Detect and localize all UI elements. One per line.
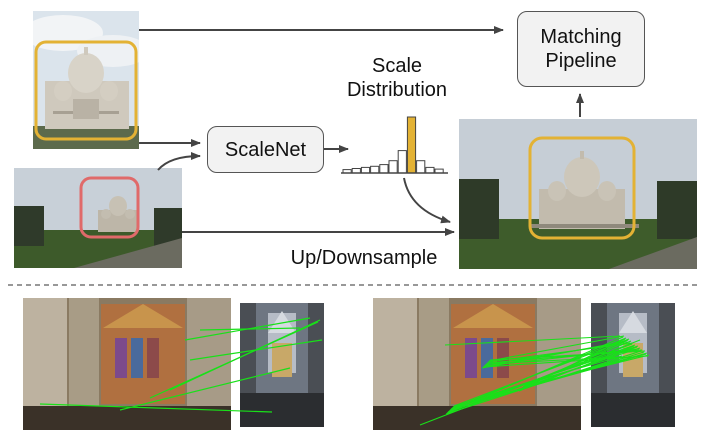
- match-line: [488, 335, 625, 362]
- histogram-bin: [370, 165, 380, 174]
- matching-pipeline-line1: Matching: [540, 26, 622, 48]
- histogram-bin: [425, 166, 435, 174]
- cathedral-narrow-photo-right: [591, 303, 675, 427]
- match-line: [419, 339, 641, 426]
- histogram-bin: [416, 160, 426, 174]
- histogram-bin: [360, 166, 371, 174]
- resample-label: Up/Downsample: [290, 247, 438, 269]
- match-line: [451, 352, 648, 409]
- distribution-to-resample-arrow: [403, 177, 451, 224]
- cathedral-wide-photo-left: [23, 298, 231, 430]
- match-line: [526, 355, 623, 384]
- matching-pipeline-box: Matching Pipeline: [517, 11, 645, 87]
- cathedral-wide-photo-right: [373, 298, 581, 430]
- scale-distribution-histogram: [342, 116, 444, 174]
- histogram-bin: [388, 160, 398, 174]
- match-line: [184, 317, 311, 341]
- match-line: [524, 347, 641, 386]
- match-line: [489, 350, 646, 361]
- rescaled-photo: [459, 119, 697, 269]
- match-line: [119, 367, 291, 411]
- match-line: [444, 335, 621, 346]
- result-highlight-box: [528, 136, 636, 240]
- scale-distribution-line1: Scale: [371, 55, 423, 77]
- query-highlight-box: [79, 176, 140, 239]
- scalenet-label: ScaleNet: [224, 138, 307, 161]
- query-photo: [14, 168, 182, 268]
- matching-pipeline-line2: Pipeline: [545, 50, 617, 72]
- reference-highlight-box: [34, 40, 138, 141]
- match-line: [453, 338, 630, 407]
- scalenet-box: ScaleNet: [207, 126, 324, 173]
- query-to-scalenet-arrow: [157, 152, 201, 171]
- scale-distribution-label: Scale Distribution: [322, 54, 472, 102]
- dense-match-lines: [419, 335, 650, 426]
- match-line: [39, 403, 273, 413]
- histogram-bin: [379, 164, 389, 174]
- sparse-match-lines: [39, 317, 323, 413]
- histogram-bin: [406, 116, 417, 174]
- match-line: [149, 321, 319, 399]
- histogram-bin: [397, 150, 407, 174]
- scale-distribution-line2: Distribution: [346, 79, 448, 101]
